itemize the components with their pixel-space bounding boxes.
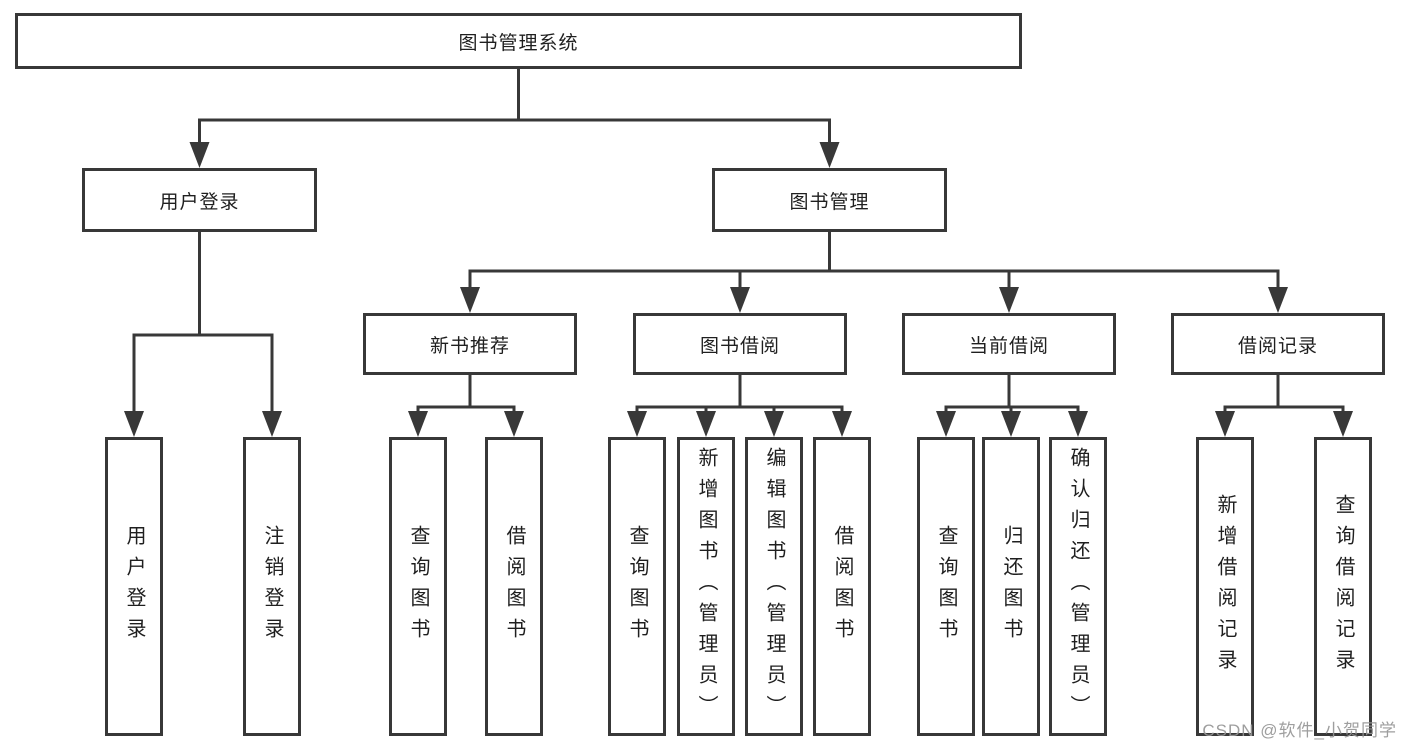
leaf-logout: 注销登录: [243, 437, 301, 736]
node-label: 确认归还（管理员）: [1067, 447, 1089, 726]
connector-bookmgmt-to-level2: [460, 232, 1288, 313]
leaf-return-books: 归还图书: [982, 437, 1040, 736]
leaf-borrow-books: 借阅图书: [485, 437, 543, 736]
arrowhead: [124, 411, 144, 437]
connector-root-to-level1: [189, 69, 840, 168]
node-label: 借阅记录: [1237, 335, 1318, 357]
node-label: 图书借阅: [699, 335, 780, 357]
arrowhead: [999, 287, 1019, 313]
node-user-login: 用户登录: [82, 168, 317, 232]
node-borrowing-records: 借阅记录: [1171, 313, 1385, 375]
node-label: 借阅图书: [831, 524, 853, 649]
node-label: 编辑图书（管理员）: [763, 447, 785, 726]
connector-records-to-leaves: [1215, 375, 1353, 437]
arrowhead: [832, 411, 852, 437]
node-label: 注销登录: [261, 524, 283, 649]
node-label: 查询图书: [626, 524, 648, 649]
node-label: 查询图书: [407, 524, 429, 649]
node-current-borrowing: 当前借阅: [902, 313, 1116, 375]
leaf-edit-books-admin: 编辑图书（管理员）: [745, 437, 803, 736]
node-book-borrowing: 图书借阅: [633, 313, 847, 375]
node-label: 图书管理系统: [458, 32, 579, 54]
leaf-query-borrow-record: 查询借阅记录: [1314, 437, 1372, 736]
csdn-watermark: CSDN @软件_小贺同学: [1202, 721, 1397, 740]
arrowhead: [408, 411, 428, 437]
arrowhead: [262, 411, 282, 437]
arrowhead: [936, 411, 956, 437]
node-label: 当前借阅: [968, 335, 1049, 357]
arrowhead: [189, 142, 210, 168]
node-new-book-recommendation: 新书推荐: [363, 313, 577, 375]
arrowhead: [627, 411, 647, 437]
node-library-management-system: 图书管理系统: [15, 13, 1022, 69]
leaf-query-books: 查询图书: [917, 437, 975, 736]
leaf-add-books-admin: 新增图书（管理员）: [677, 437, 735, 736]
node-label: 新书推荐: [429, 335, 510, 357]
leaf-add-borrow-record: 新增借阅记录: [1196, 437, 1254, 736]
arrowhead: [696, 411, 716, 437]
arrowhead: [730, 287, 750, 313]
leaf-borrow-books: 借阅图书: [813, 437, 871, 736]
leaf-query-books: 查询图书: [389, 437, 447, 736]
node-label: 归还图书: [1000, 524, 1022, 649]
leaf-query-books: 查询图书: [608, 437, 666, 736]
arrowhead: [1333, 411, 1353, 437]
connector-userlogin-to-leaves: [124, 232, 282, 437]
arrowhead: [460, 287, 480, 313]
node-label: 新增图书（管理员）: [695, 447, 717, 726]
connector-current-to-leaves: [936, 375, 1088, 437]
arrowhead: [1001, 411, 1021, 437]
node-label: 用户登录: [159, 191, 240, 213]
node-label: 借阅图书: [503, 524, 525, 649]
connector-borrow-to-leaves: [627, 375, 852, 437]
arrowhead: [1268, 287, 1288, 313]
node-label: 查询借阅记录: [1332, 493, 1354, 680]
connector-recommend-to-leaves: [408, 375, 524, 437]
arrowhead: [1215, 411, 1235, 437]
arrowhead: [819, 142, 840, 168]
node-label: 图书管理: [789, 191, 870, 213]
arrowhead: [764, 411, 784, 437]
leaf-user-login: 用户登录: [105, 437, 163, 736]
arrowhead: [1068, 411, 1088, 437]
leaf-confirm-return-admin: 确认归还（管理员）: [1049, 437, 1107, 736]
node-label: 新增借阅记录: [1214, 493, 1236, 680]
arrowhead: [504, 411, 524, 437]
node-book-management: 图书管理: [712, 168, 947, 232]
node-label: 用户登录: [123, 524, 145, 649]
node-label: 查询图书: [935, 524, 957, 649]
